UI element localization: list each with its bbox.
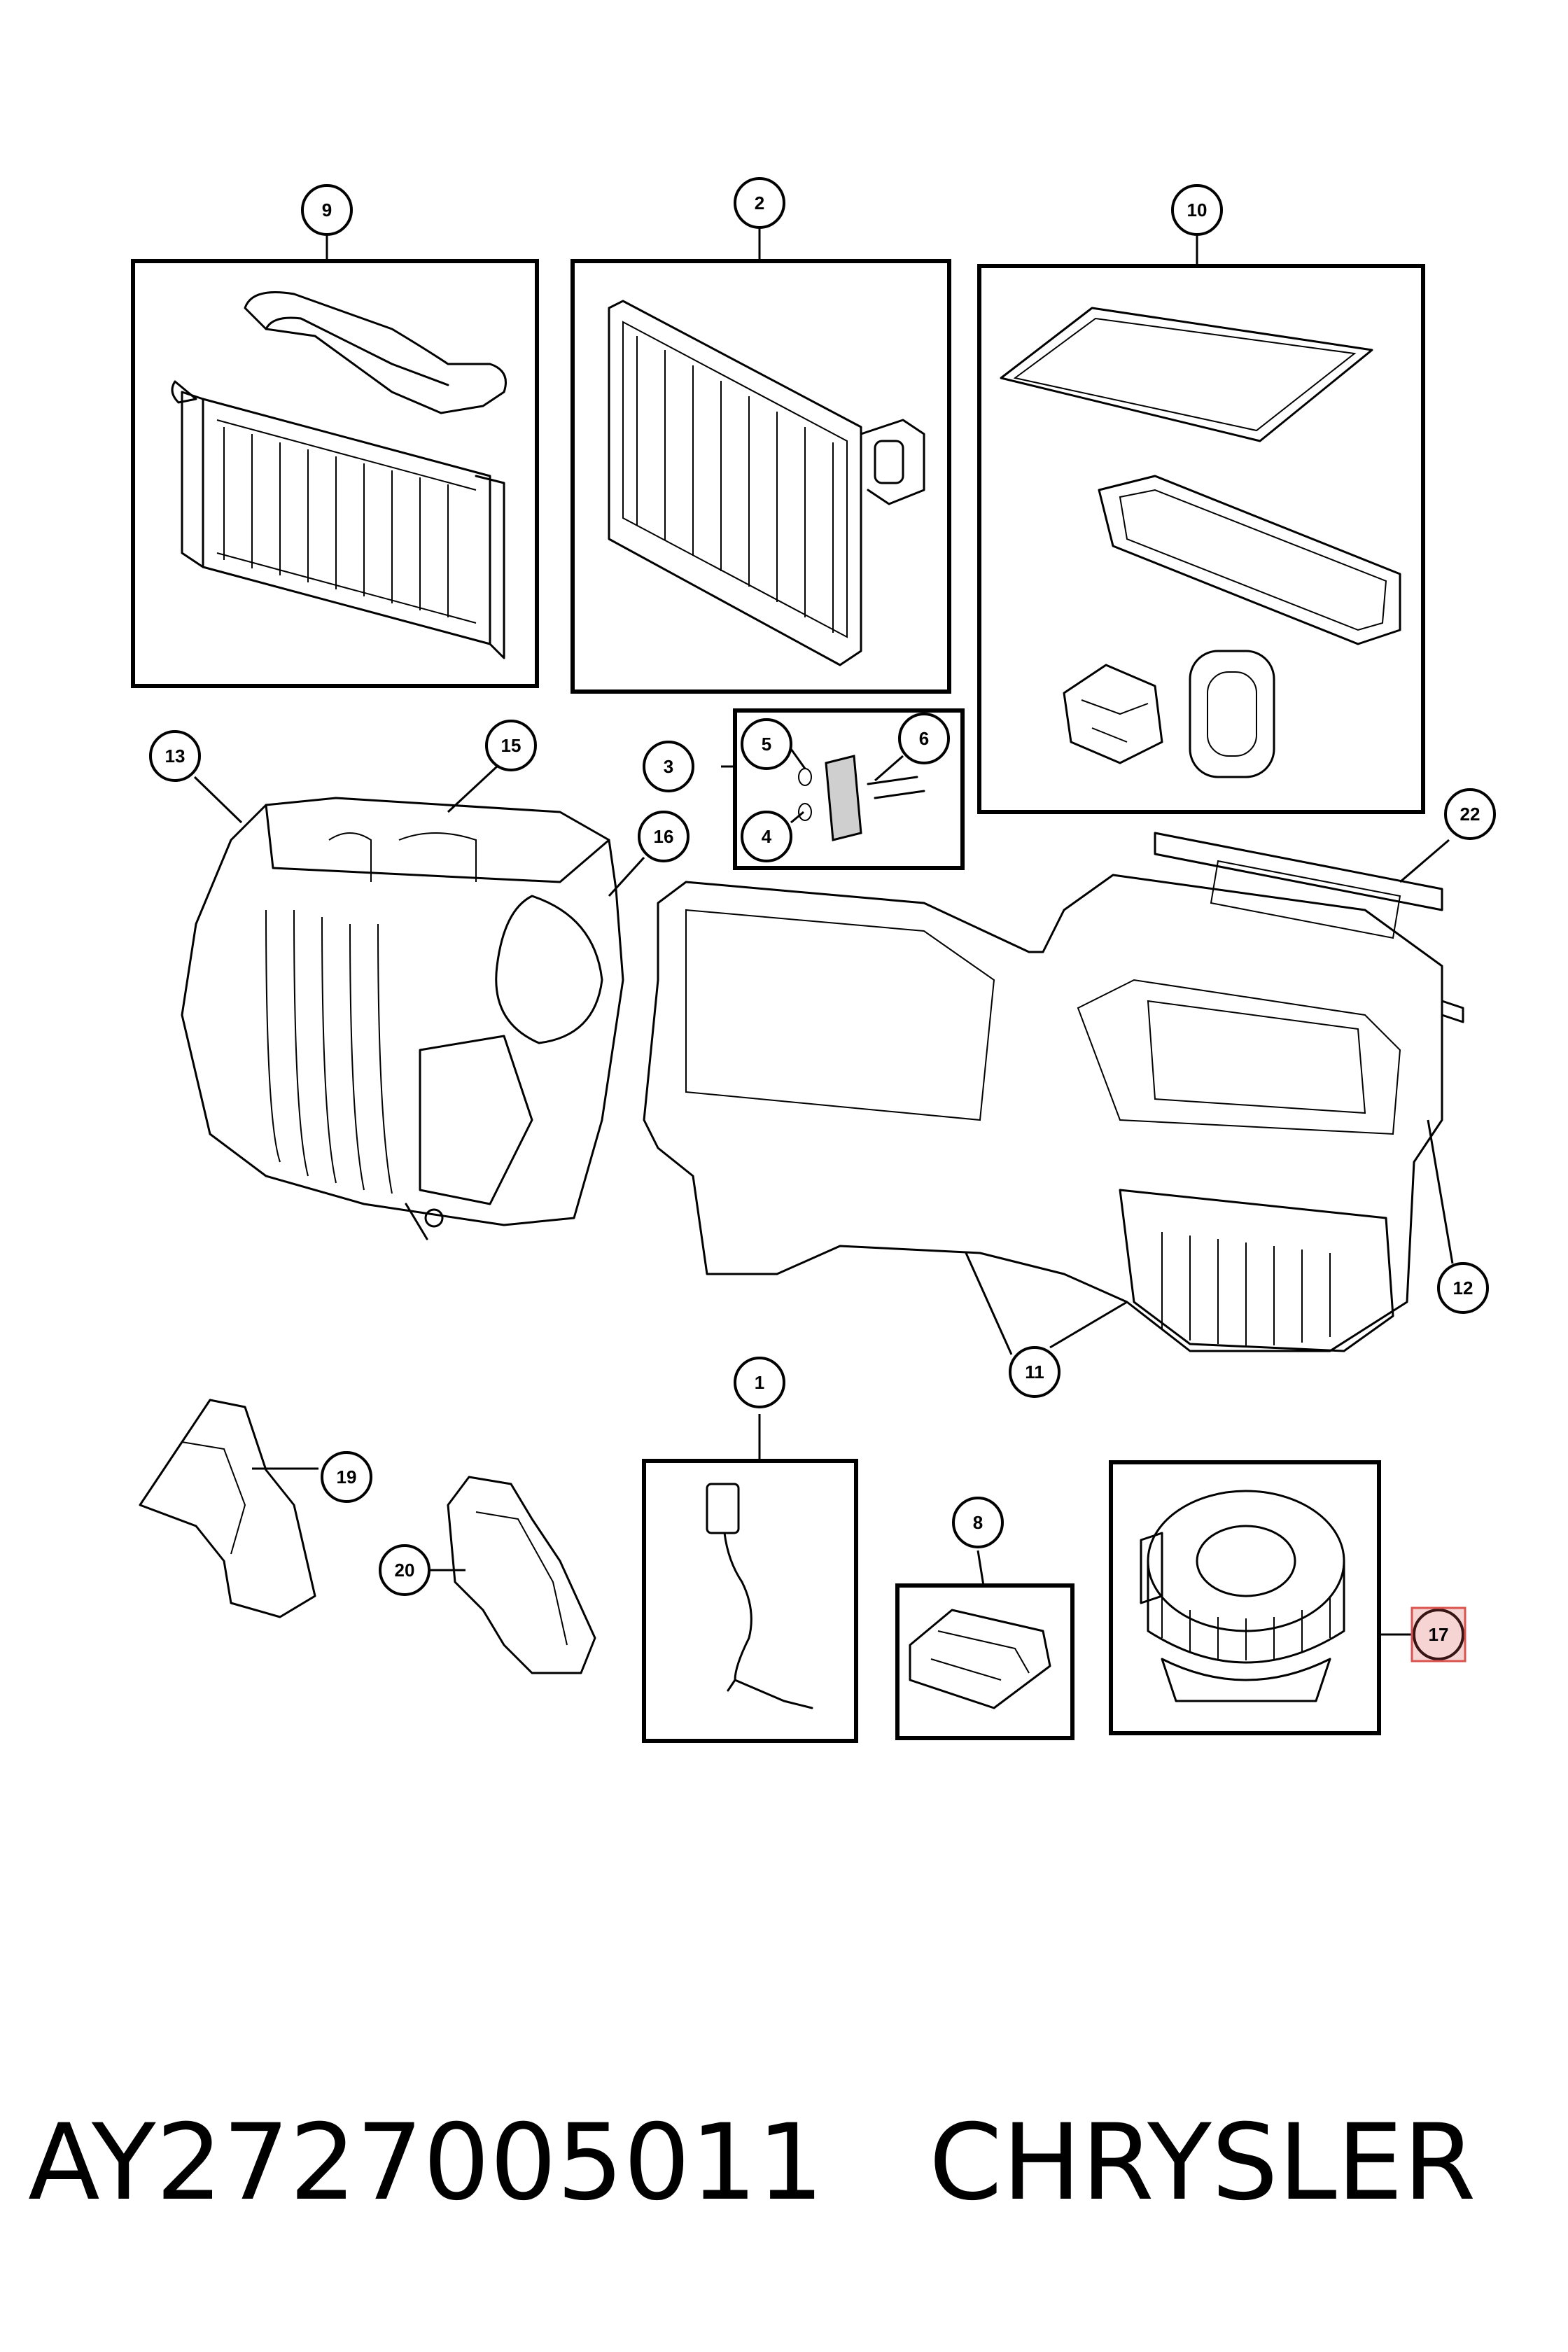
callout-13[interactable]: 13 [149, 730, 201, 782]
callout-19-label: 19 [337, 1466, 357, 1488]
part-2-evaporator [570, 259, 951, 694]
callout-9[interactable]: 9 [301, 184, 353, 236]
callout-16[interactable]: 16 [638, 811, 690, 862]
part-19-duct [139, 1399, 316, 1618]
callout-15-label: 15 [501, 735, 522, 756]
callout-2[interactable]: 2 [734, 177, 785, 229]
part-10-filters-seals [977, 264, 1425, 814]
callout-9-label: 9 [322, 200, 332, 220]
callout-2-label: 2 [755, 192, 764, 214]
callout-11-label: 11 [1025, 1362, 1044, 1382]
callout-17-highlight [1410, 1606, 1466, 1662]
hvac-housing-left [181, 797, 624, 1240]
callout-5-label: 5 [762, 734, 771, 755]
callout-12-label: 12 [1453, 1278, 1474, 1298]
callout-5[interactable]: 5 [741, 718, 792, 770]
brand-name: CHRYSLER [928, 2102, 1476, 2224]
part-17-blower-motor [1109, 1460, 1381, 1735]
part-8-blower-resistor [895, 1583, 1074, 1740]
callout-8-label: 8 [973, 1512, 983, 1533]
callout-1[interactable]: 1 [734, 1357, 785, 1408]
footer: AY2727005011 CHRYSLER [28, 2093, 1540, 2233]
callout-22-label: 22 [1460, 804, 1480, 825]
callout-15[interactable]: 15 [485, 720, 537, 771]
callout-20-label: 20 [395, 1560, 415, 1581]
part-3-expansion-valve-kit [733, 708, 965, 870]
callout-12[interactable]: 12 [1437, 1262, 1489, 1314]
part-9-heater-core [131, 259, 539, 688]
callout-11[interactable]: 11 [1009, 1346, 1060, 1398]
callout-4[interactable]: 4 [741, 811, 792, 862]
callout-22[interactable]: 22 [1444, 788, 1496, 840]
hvac-housing-right [643, 832, 1464, 1352]
callout-13-label: 13 [165, 746, 186, 766]
callout-6-label: 6 [919, 728, 929, 749]
callout-6[interactable]: 6 [898, 713, 950, 764]
callout-10-label: 10 [1187, 200, 1208, 220]
callout-1-label: 1 [755, 1372, 764, 1393]
callout-8[interactable]: 8 [952, 1497, 1004, 1548]
callout-10[interactable]: 10 [1171, 184, 1223, 236]
part-20-duct [447, 1476, 596, 1674]
callout-3-label: 3 [664, 756, 673, 777]
callout-3[interactable]: 3 [643, 741, 694, 792]
callout-20[interactable]: 20 [379, 1544, 430, 1596]
part-number: AY2727005011 [28, 2102, 824, 2224]
part-1-temperature-sensor [642, 1459, 858, 1743]
callout-17-label: 17 [1429, 1624, 1449, 1645]
callout-19[interactable]: 19 [321, 1451, 372, 1503]
leader-lines [193, 227, 1454, 1636]
callout-16-label: 16 [654, 826, 674, 847]
callout-4-label: 4 [762, 826, 772, 847]
callout-17[interactable]: 17 [1410, 1606, 1466, 1662]
